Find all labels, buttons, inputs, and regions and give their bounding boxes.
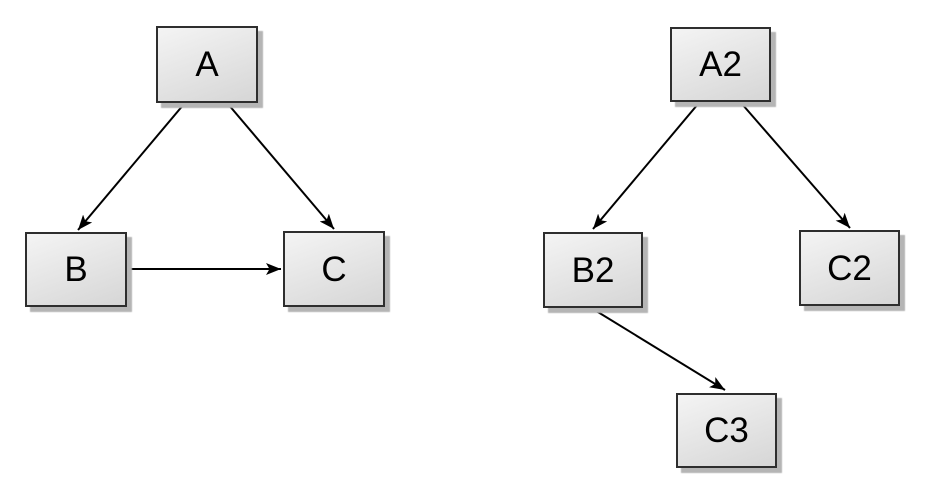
node-B2[interactable]: B2 <box>543 232 643 308</box>
edge-A2-B2[interactable] <box>592 103 699 230</box>
node-label-B: B <box>64 250 88 289</box>
node-label-C3: C3 <box>704 411 749 450</box>
node-C2[interactable]: C2 <box>799 230 900 306</box>
node-C[interactable]: C <box>283 231 385 307</box>
edges-group <box>77 103 851 391</box>
edge-A-C[interactable] <box>227 103 335 230</box>
node-label-C2: C2 <box>827 248 872 288</box>
node-B[interactable]: B <box>25 232 127 307</box>
node-label-A: A <box>195 45 219 84</box>
node-label-B2: B2 <box>571 250 615 290</box>
node-label-A2: A2 <box>699 45 742 84</box>
node-label-C: C <box>321 249 347 289</box>
edge-B2-C3[interactable] <box>592 308 726 391</box>
edge-A2-C2[interactable] <box>741 103 851 229</box>
edge-A-B[interactable] <box>77 103 185 231</box>
node-A2[interactable]: A2 <box>670 27 771 102</box>
node-A[interactable]: A <box>156 26 258 103</box>
node-C3[interactable]: C3 <box>676 393 777 468</box>
